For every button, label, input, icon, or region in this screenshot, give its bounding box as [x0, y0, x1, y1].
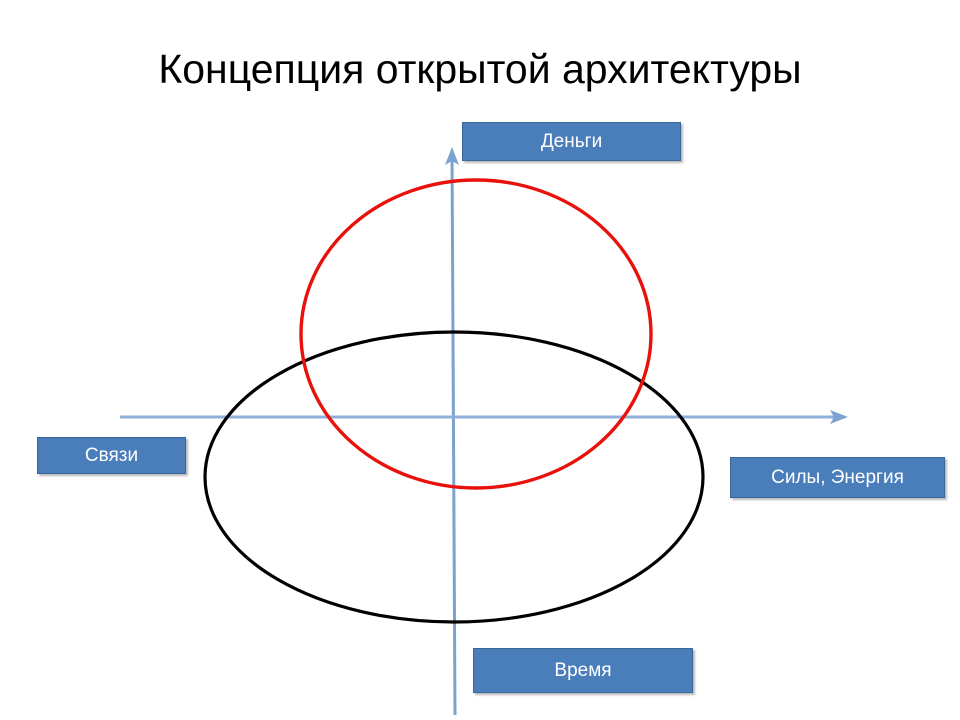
- vertical-axis: [445, 147, 459, 716]
- label-forces[interactable]: Силы, Энергия: [730, 457, 945, 498]
- label-money[interactable]: Деньги: [462, 122, 681, 161]
- horizontal-axis-arrowhead-icon: [830, 410, 848, 424]
- label-time[interactable]: Время: [473, 648, 693, 693]
- vertical-axis-line: [450, 151, 457, 716]
- label-links[interactable]: Связи: [37, 437, 186, 474]
- outer-ellipse: [203, 330, 705, 624]
- vertical-axis-arrowhead-icon: [445, 147, 459, 165]
- page-title: Концепция открытой архитектуры: [158, 46, 802, 92]
- inner-ellipse: [299, 178, 653, 490]
- horizontal-axis: [120, 410, 848, 424]
